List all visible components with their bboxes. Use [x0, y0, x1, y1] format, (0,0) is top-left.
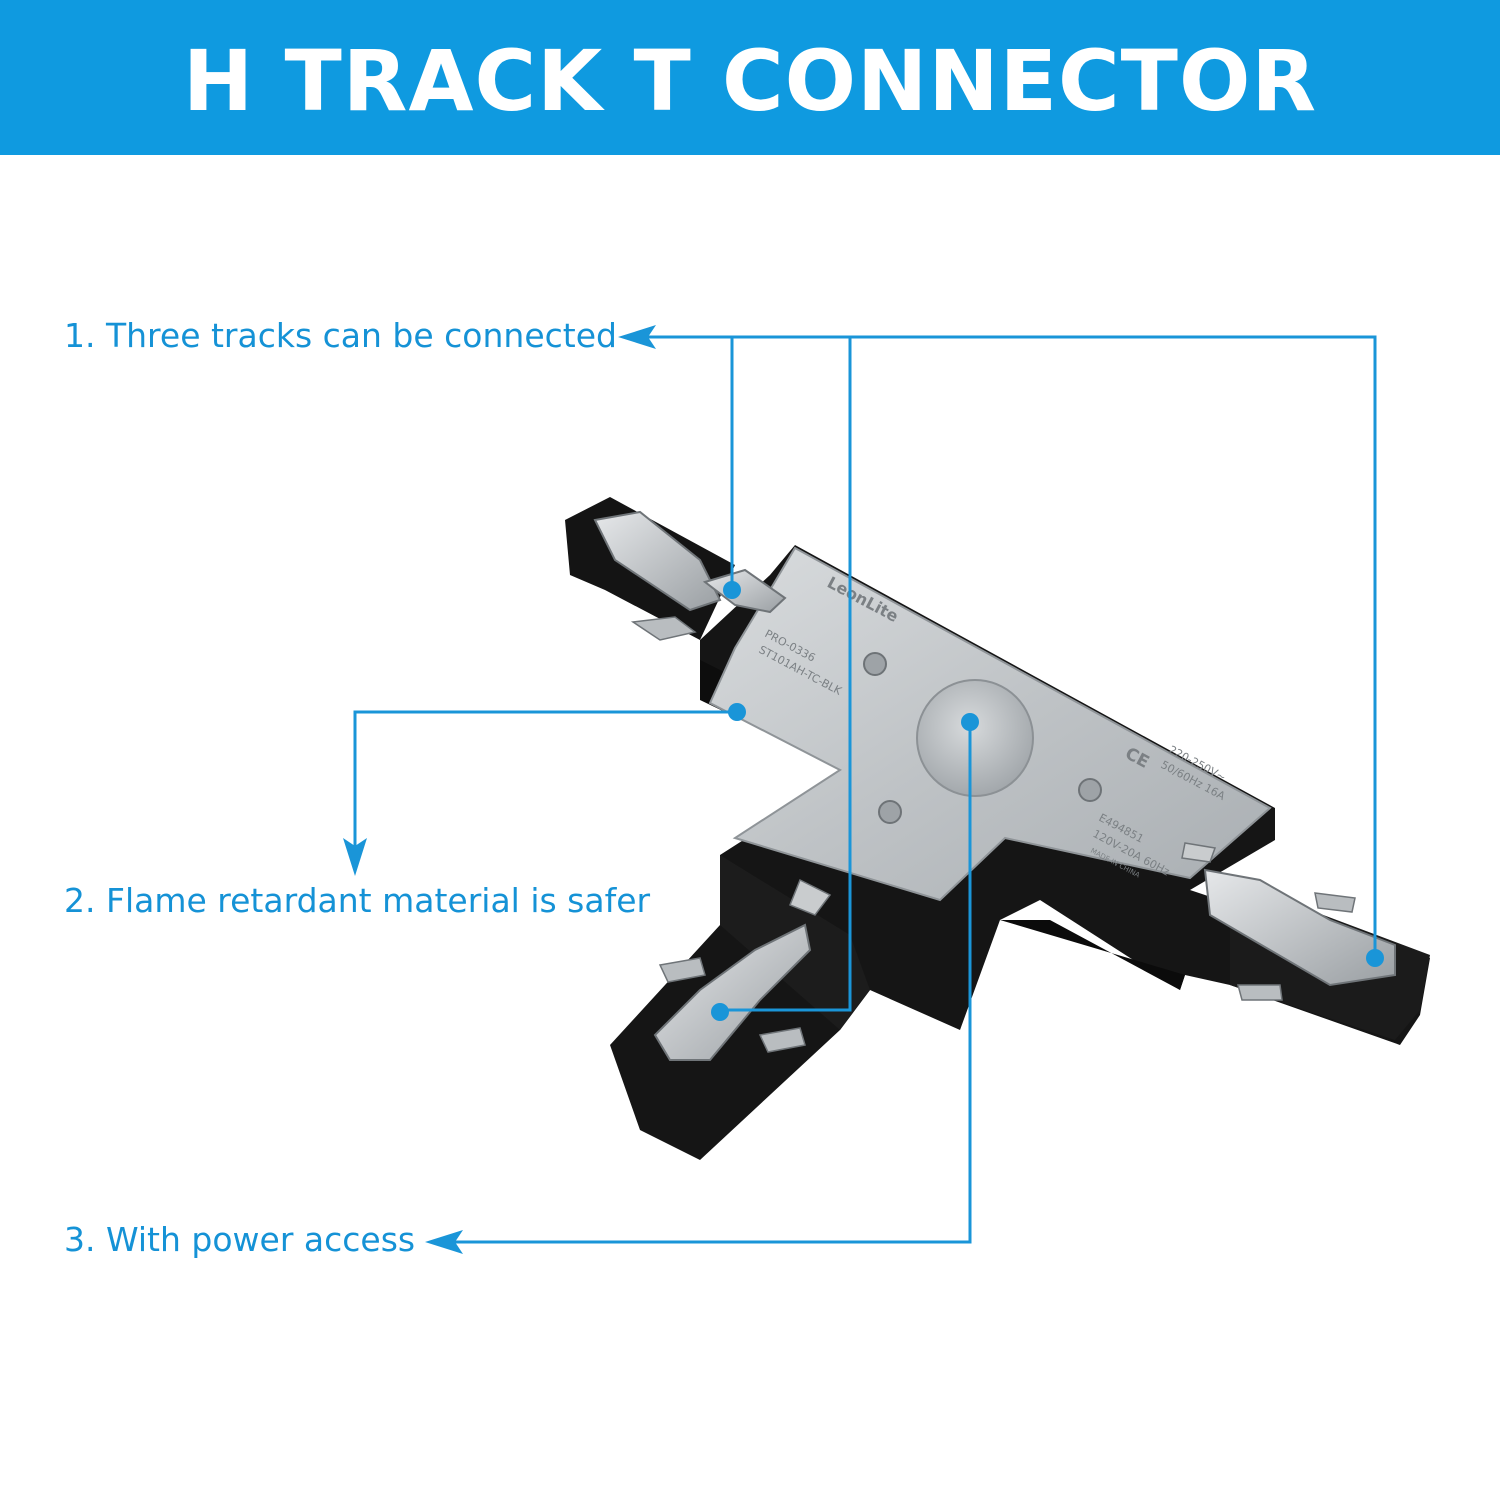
leader-line-1	[630, 335, 1377, 958]
arrow-left-icon	[618, 325, 656, 349]
marker-dot	[961, 713, 979, 731]
leader-line-1c	[726, 337, 852, 1012]
arrow-left-icon	[425, 1230, 463, 1254]
leader-line-2	[353, 710, 737, 848]
power-access-disc	[916, 679, 1034, 797]
callout-markers	[343, 325, 1384, 1254]
marker-dot	[728, 703, 746, 721]
leader-line-3	[448, 722, 972, 1244]
marker-dot	[723, 581, 741, 599]
screw	[1078, 778, 1102, 802]
right-arm-contact	[1181, 842, 1396, 1001]
marker-dot	[711, 1003, 729, 1021]
arrow-down-icon	[343, 838, 367, 876]
left-arm-contact	[593, 510, 787, 641]
title-banner: H TRACK T CONNECTOR	[0, 0, 1500, 155]
callout-three-tracks: 1. Three tracks can be connected	[64, 316, 617, 355]
track-contacts	[593, 510, 1396, 1061]
screw	[878, 800, 902, 824]
callout-power-access: 3. With power access	[64, 1220, 416, 1259]
callout-flame-retardant: 2. Flame retardant material is safer	[64, 881, 651, 920]
page-title: H TRACK T CONNECTOR	[182, 31, 1318, 130]
bottom-arm-contact	[653, 878, 832, 1061]
screw	[863, 652, 887, 676]
callout-leaders	[353, 335, 1377, 1244]
marker-dot	[1366, 949, 1384, 967]
